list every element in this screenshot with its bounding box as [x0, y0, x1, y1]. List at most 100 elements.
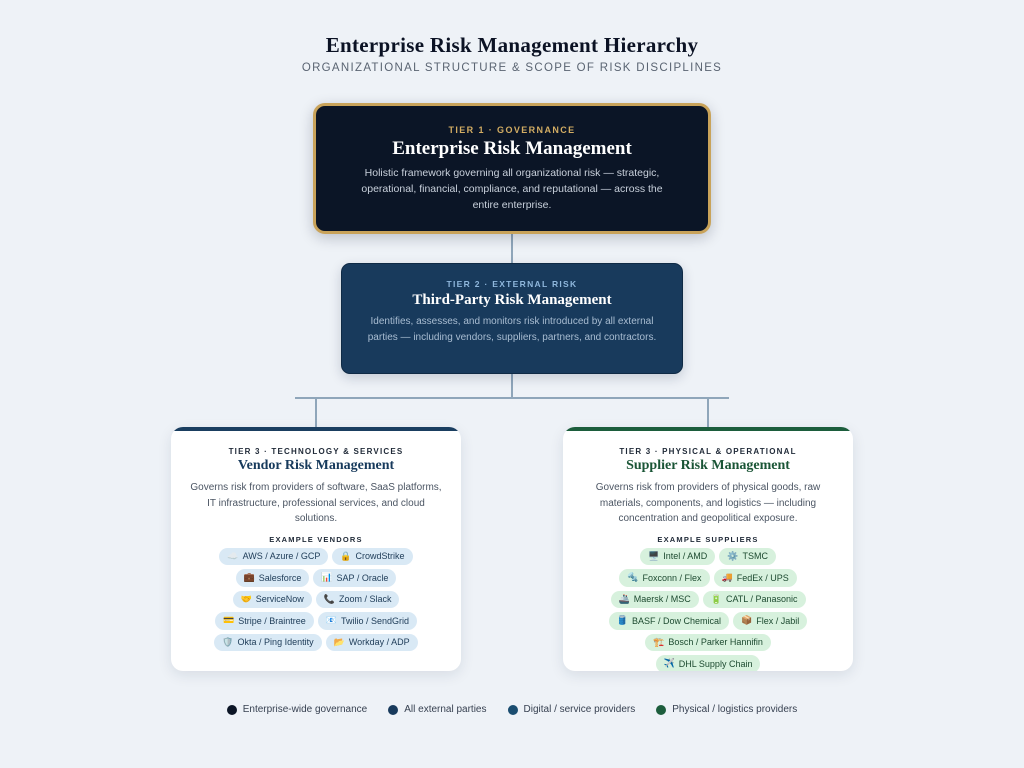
- vendor-tag: TIER 3 · TECHNOLOGY & SERVICES: [228, 447, 404, 456]
- vendor-chip-label: CrowdStrike: [355, 551, 405, 562]
- cloud-icon: ☁️: [227, 550, 239, 561]
- legend-swatch: [388, 704, 399, 715]
- credit-card-icon: 💳: [223, 615, 235, 626]
- supplier-chip[interactable]: ⚙️TSMC: [719, 547, 776, 565]
- legend-swatch: [656, 704, 667, 715]
- vendor-chip-label: Salesforce: [258, 572, 302, 583]
- tier2-tag: TIER 2 · EXTERNAL RISK: [446, 279, 578, 289]
- vendor-chip[interactable]: 📧Twilio / SendGrid: [317, 612, 417, 630]
- page-title: Enterprise Risk Management Hierarchy: [325, 33, 699, 57]
- legend-item: All external parties: [388, 704, 487, 715]
- tier1-name: Enterprise Risk Management: [392, 138, 632, 159]
- tier1-enterprise-risk-node[interactable]: TIER 1 · GOVERNANCE Enterprise Risk Mana…: [313, 103, 711, 234]
- vendor-chip-label: AWS / Azure / GCP: [242, 551, 321, 562]
- connector-to-vendor: [315, 397, 317, 427]
- vendor-chip[interactable]: 🤝ServiceNow: [232, 590, 312, 608]
- supplier-chip-label: FedEx / UPS: [736, 572, 789, 583]
- vendor-chip-label: Twilio / SendGrid: [340, 615, 409, 626]
- vendor-chip-list: ☁️AWS / Azure / GCP🔒CrowdStrike💼Salesfor…: [201, 547, 431, 651]
- vendor-chip[interactable]: 📞Zoom / Slack: [315, 590, 400, 608]
- vendor-chip-label: Workday / ADP: [348, 637, 410, 648]
- ship-icon: 🚢: [618, 593, 630, 604]
- supplier-description: Governs risk from providers of physical …: [595, 482, 821, 524]
- supplier-chip[interactable]: 🚚FedEx / UPS: [713, 569, 797, 587]
- airplane-icon: ✈️: [663, 658, 675, 669]
- vendor-card-accent-bar: [171, 427, 461, 431]
- vendor-risk-card[interactable]: TIER 3 · TECHNOLOGY & SERVICES Vendor Ri…: [171, 427, 461, 671]
- vendor-chip[interactable]: ☁️AWS / Azure / GCP: [219, 547, 329, 565]
- vendor-chip[interactable]: 📂Workday / ADP: [325, 633, 418, 651]
- supplier-chip[interactable]: 🔩Foxconn / Flex: [619, 569, 710, 587]
- tier2-third-party-risk-node[interactable]: TIER 2 · EXTERNAL RISK Third-Party Risk …: [341, 263, 683, 374]
- supplier-risk-card[interactable]: TIER 3 · PHYSICAL & OPERATIONAL Supplier…: [563, 427, 853, 671]
- vendor-chip-label: ServiceNow: [255, 594, 304, 605]
- supplier-chip-label: Foxconn / Flex: [642, 572, 702, 583]
- supplier-chip-label: DHL Supply Chain: [678, 658, 753, 669]
- legend-label: Enterprise-wide governance: [242, 704, 368, 715]
- vendor-chip[interactable]: 🛡️Okta / Ping Identity: [214, 633, 322, 651]
- connector-tier2-down: [511, 374, 513, 399]
- supplier-chip-label: Bosch / Parker Hannifin: [668, 637, 763, 648]
- briefcase-icon: 💼: [243, 572, 255, 583]
- supplier-examples-label: EXAMPLE SUPPLIERS: [657, 534, 759, 544]
- page-subtitle: ORGANIZATIONAL STRUCTURE & SCOPE OF RISK…: [301, 62, 723, 74]
- package-icon: 📦: [741, 615, 753, 626]
- supplier-chip[interactable]: 🖥️Intel / AMD: [640, 547, 716, 565]
- legend-label: All external parties: [404, 704, 487, 715]
- construction-icon: 🏗️: [653, 636, 665, 647]
- supplier-chip-label: TSMC: [742, 551, 768, 562]
- vendor-chip[interactable]: 🔒CrowdStrike: [332, 547, 413, 565]
- supplier-chip-label: BASF / Dow Chemical: [631, 615, 721, 626]
- supplier-chip-label: Maersk / MSC: [633, 594, 691, 605]
- supplier-card-accent-bar: [563, 427, 853, 431]
- supplier-tag: TIER 3 · PHYSICAL & OPERATIONAL: [619, 447, 797, 456]
- tier2-name: Third-Party Risk Management: [412, 292, 612, 308]
- connector-tier1-tier2: [511, 234, 513, 263]
- folder-icon: 📂: [333, 636, 345, 647]
- vendor-chip[interactable]: 💼Salesforce: [235, 569, 310, 587]
- legend-swatch: [226, 704, 237, 715]
- legend-item: Digital / service providers: [507, 704, 636, 715]
- legend-item: Enterprise-wide governance: [226, 704, 368, 715]
- vendor-chip-label: SAP / Oracle: [336, 572, 389, 583]
- vendor-examples-label: EXAMPLE VENDORS: [269, 534, 363, 544]
- vendor-chip-label: Stripe / Braintree: [238, 615, 306, 626]
- tier1-tag: TIER 1 · GOVERNANCE: [448, 125, 576, 135]
- legend-item: Physical / logistics providers: [656, 704, 797, 715]
- legend-swatch: [507, 704, 518, 715]
- supplier-chip[interactable]: ✈️DHL Supply Chain: [655, 655, 761, 671]
- vendor-chip[interactable]: 💳Stripe / Braintree: [215, 612, 314, 630]
- vendor-name: Vendor Risk Management: [237, 458, 395, 473]
- supplier-chip[interactable]: 🔋CATL / Panasonic: [702, 590, 806, 608]
- supplier-name: Supplier Risk Management: [626, 458, 790, 473]
- battery-icon: 🔋: [710, 593, 722, 604]
- email-icon: 📧: [325, 615, 337, 626]
- tier1-description: Holistic framework governing all organiz…: [361, 167, 663, 211]
- phone-icon: 📞: [323, 593, 335, 604]
- vendor-description: Governs risk from providers of software,…: [190, 482, 442, 524]
- oil-drum-icon: 🛢️: [616, 615, 628, 626]
- supplier-chip[interactable]: 🛢️BASF / Dow Chemical: [608, 612, 729, 630]
- supplier-chip[interactable]: 🏗️Bosch / Parker Hannifin: [645, 633, 771, 651]
- gear-icon: ⚙️: [727, 550, 739, 561]
- legend: Enterprise-wide governance All external p…: [0, 704, 1024, 715]
- supplier-chip-label: Intel / AMD: [663, 551, 708, 562]
- supplier-chip-list: 🖥️Intel / AMD⚙️TSMC🔩Foxconn / Flex🚚FedEx…: [593, 547, 823, 671]
- legend-label: Physical / logistics providers: [672, 704, 798, 715]
- supplier-chip-label: Flex / Jabil: [756, 615, 800, 626]
- bar-chart-icon: 📊: [321, 572, 333, 583]
- truck-icon: 🚚: [721, 572, 733, 583]
- lock-icon: 🔒: [340, 550, 352, 561]
- desktop-icon: 🖥️: [648, 550, 660, 561]
- nut-bolt-icon: 🔩: [627, 572, 639, 583]
- supplier-chip-label: CATL / Panasonic: [725, 594, 798, 605]
- supplier-chip[interactable]: 🚢Maersk / MSC: [610, 590, 699, 608]
- vendor-chip-label: Okta / Ping Identity: [237, 637, 314, 648]
- handshake-icon: 🤝: [240, 593, 252, 604]
- vendor-chip[interactable]: 📊SAP / Oracle: [313, 569, 397, 587]
- supplier-chip[interactable]: 📦Flex / Jabil: [733, 612, 808, 630]
- vendor-chip-label: Zoom / Slack: [338, 594, 392, 605]
- shield-icon: 🛡️: [222, 636, 234, 647]
- legend-label: Digital / service providers: [523, 704, 636, 715]
- connector-to-supplier: [707, 397, 709, 427]
